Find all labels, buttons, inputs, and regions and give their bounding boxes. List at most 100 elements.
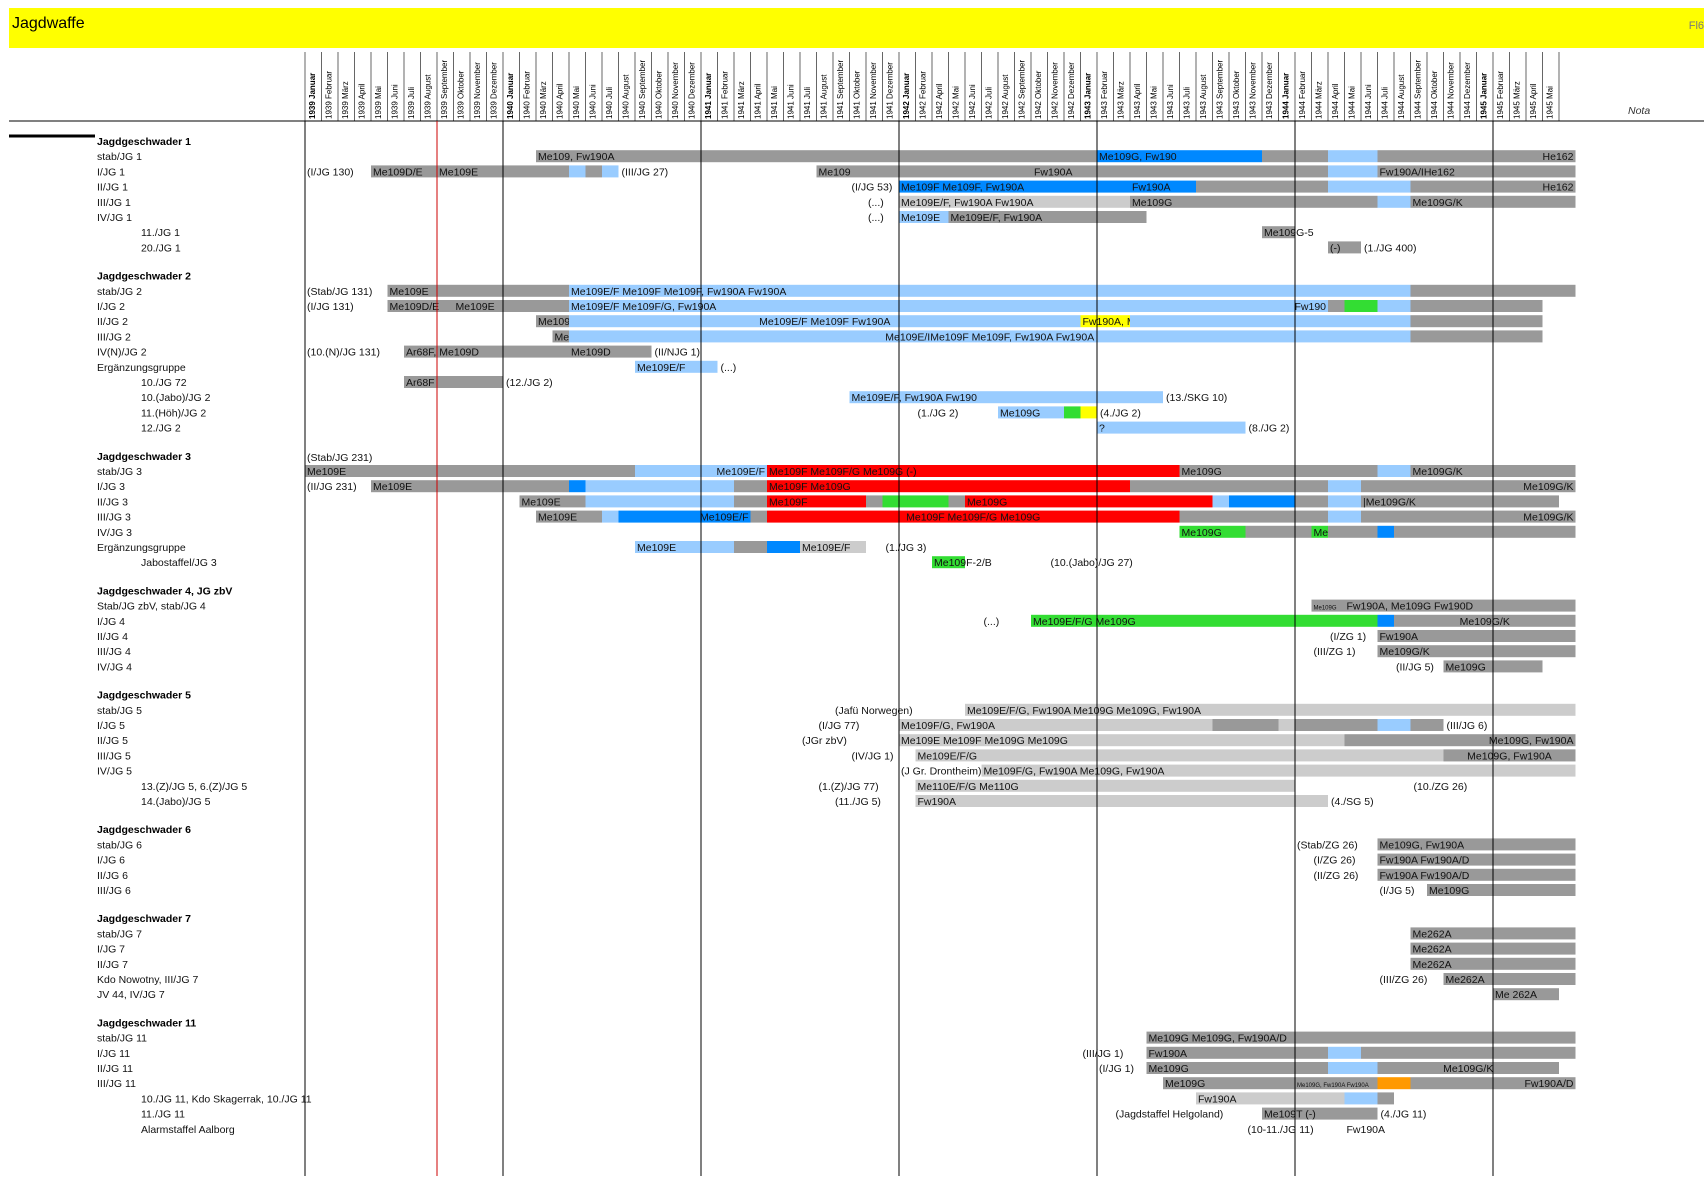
bar-label: Fw190A (1132, 182, 1171, 194)
bar (635, 541, 734, 553)
month-label: 1943 April (1133, 83, 1142, 119)
row-label: JV 44, IV/JG 7 (97, 989, 165, 1001)
bar-label: Ar68F (406, 377, 435, 389)
bar-note: Fw190A (1347, 1124, 1386, 1136)
bar (1443, 749, 1576, 762)
bar (1328, 180, 1411, 193)
month-label: 1941 Juni (787, 84, 796, 119)
month-label: 1939 November (473, 62, 482, 119)
row-label: 11./JG 1 (141, 227, 180, 239)
month-label: 1944 Januar (1282, 73, 1291, 119)
bar (1163, 1077, 1295, 1090)
row-label: 10./JG 72 (141, 377, 187, 389)
row-label: I/JG 7 (97, 944, 125, 956)
bar-label: Ar68F, Me109D (406, 347, 479, 359)
month-label: 1939 April (358, 83, 367, 119)
bar-label: Me109E/F Me109F Fw190A (759, 316, 890, 328)
bar (767, 495, 866, 508)
bar-note: (4./JG 11) (1381, 1109, 1427, 1121)
bar-note: (II/NJG 1) (655, 347, 701, 359)
bar (1031, 614, 1328, 627)
bar-label: Me109F Me109F/G Me109G (-) (769, 466, 917, 478)
row-label: stab/JG 11 (97, 1033, 147, 1045)
bar (965, 495, 1213, 508)
bar-note: (III/JG 1) (1083, 1048, 1124, 1060)
bar-label: Me109G, Fw190A (1380, 839, 1465, 851)
bar (1130, 315, 1411, 328)
bar (882, 495, 949, 508)
bar-note: (J Gr. Drontheim) (901, 766, 982, 778)
bar-label: Me109G/K (1443, 1063, 1493, 1075)
month-label: 1940 August (622, 74, 631, 119)
month-label: 1944 August (1397, 74, 1406, 119)
month-label: 1943 Juni (1166, 84, 1175, 119)
bar (899, 195, 1130, 208)
bar (1361, 510, 1576, 523)
bar-label: Me109G (1165, 1078, 1205, 1090)
bar-label: Me109E/IMe109F Me109F, Fw190A Fw190A (885, 331, 1094, 343)
bar-note: (8./JG 2) (1249, 423, 1290, 435)
bar-note: (Stab/ZG 26) (1297, 839, 1358, 851)
month-label: 1940 Mai (572, 86, 581, 119)
bar (305, 465, 635, 477)
bar (1394, 525, 1576, 538)
month-label: 1939 Oktober (457, 70, 466, 119)
bar (1377, 838, 1576, 851)
group-title: Jagdgeschwader 6 (97, 824, 191, 836)
bar-label: Me110E/F/G Me110G (918, 781, 1019, 793)
bar-label: Me109F (769, 496, 808, 508)
bar-note: Fw190A (1034, 166, 1073, 178)
row-label: Ergänzungsgruppe (97, 542, 186, 554)
month-label: 1943 August (1199, 74, 1208, 119)
bar-label: Fw190A/IHe162 (1380, 166, 1455, 178)
month-label: 1943 Januar (1084, 73, 1093, 119)
row-label: I/JG 11 (97, 1048, 130, 1060)
row-label: Jabostaffel/JG 3 (141, 557, 217, 569)
bar-note: (11./JG 5) (835, 796, 881, 808)
bar-label: Me109E/F/G Me109G (1033, 616, 1136, 628)
bar (1377, 465, 1411, 477)
row-label: III/JG 6 (97, 885, 131, 897)
bar (849, 391, 1163, 404)
row-label: I/JG 4 (97, 616, 125, 628)
bar-label: He162 (1543, 182, 1574, 194)
bar (915, 795, 1328, 807)
month-label: 1939 August (424, 74, 433, 119)
bar (1410, 719, 1444, 731)
bar (569, 300, 1246, 312)
bar-label: Me109G (1182, 527, 1222, 539)
bar-note: (Stab/JG 131) (307, 286, 372, 298)
bar (1344, 300, 1378, 312)
month-label: 1939 September (440, 60, 449, 119)
bar (1394, 734, 1576, 747)
bar-label: Me109E (439, 166, 478, 178)
bar (1146, 1046, 1328, 1059)
bar-label: Me109G (967, 496, 1007, 508)
bar (932, 556, 965, 569)
month-label: 1943 März (1117, 81, 1126, 119)
bar (1328, 525, 1378, 538)
bar-note: (Jagdstaffel Helgoland) (1116, 1109, 1224, 1121)
bar (569, 165, 586, 178)
bar (602, 510, 619, 523)
row-label: 13.(Z)/JG 5, 6.(Z)/JG 5 (141, 781, 247, 793)
bar (552, 330, 569, 343)
row-label: I/JG 3 (97, 481, 125, 493)
month-label: 1942 Februar (919, 71, 928, 119)
bar (1212, 719, 1279, 731)
bar (453, 300, 569, 312)
row-label: I/JG 2 (97, 301, 125, 313)
bar-label: Me109E (307, 466, 346, 478)
month-label: 1944 Februar (1298, 71, 1307, 119)
bar (1295, 495, 1328, 508)
bar (1377, 719, 1411, 731)
bar (750, 510, 767, 523)
bar (767, 465, 1180, 477)
bar (1262, 1107, 1378, 1120)
bar (519, 495, 586, 508)
row-label: stab/JG 3 (97, 466, 142, 478)
month-label: 1941 September (836, 60, 845, 119)
bar (1262, 226, 1295, 239)
month-label: 1941 Juli (803, 87, 812, 119)
bar-label: Me109G/K (1413, 466, 1463, 478)
